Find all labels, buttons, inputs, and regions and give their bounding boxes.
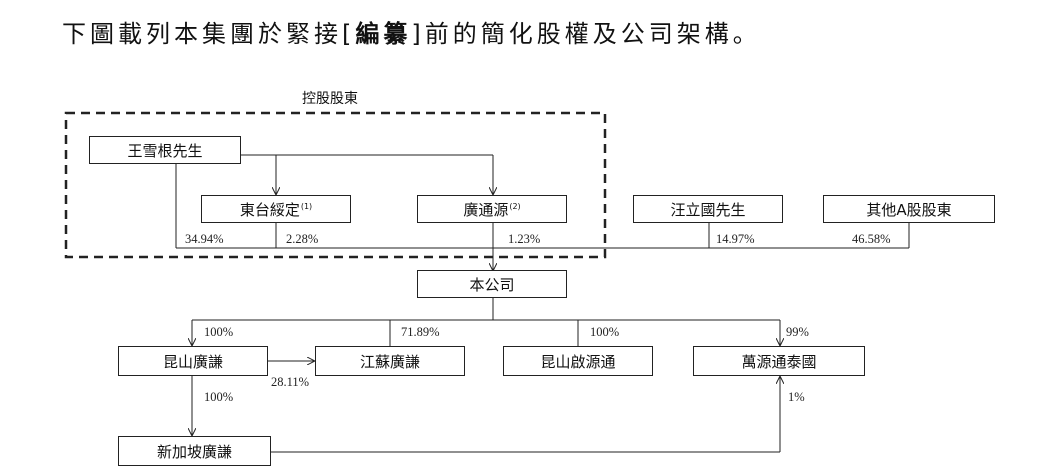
pct-company-kunshan: 100%	[204, 325, 234, 339]
pct-company-jiangsu: 71.89%	[401, 325, 440, 339]
heading-prefix: 下圖載列本集團於緊接[	[62, 20, 356, 48]
box-jiangsu-label: 江蘇廣謙	[359, 352, 420, 371]
pct-guangtong-company: 1.23%	[508, 232, 541, 246]
heading-redacted: 編纂	[355, 20, 412, 48]
pct-kunshan-jiangsu: 28.11%	[271, 375, 310, 389]
box-wang-liguo: 汪立國先生	[633, 195, 783, 223]
pct-kunshan-singapore: 100%	[204, 390, 234, 404]
box-other-a-shareholders: 其他A股股東	[823, 195, 995, 223]
heading-suffix: ]前的簡化股權及公司架構。	[411, 20, 761, 48]
box-singapore-label: 新加坡廣謙	[156, 442, 232, 461]
pct-others-company: 46.58%	[852, 232, 891, 246]
box-kunshan-label: 昆山廣謙	[162, 352, 223, 371]
pct-company-wanyuan: 99%	[786, 325, 809, 339]
box-singapore-guangqian: 新加坡廣謙	[118, 436, 271, 466]
box-guangtongyuan: 廣通源(2)	[417, 195, 567, 223]
pct-singapore-wanyuan: 1%	[788, 390, 805, 404]
box-wanyuan-label: 萬源通泰國	[741, 352, 817, 371]
box-kunshan-qiyuantong: 昆山啟源通	[503, 346, 653, 376]
box-wang-xuegen-label: 王雪根先生	[127, 141, 203, 160]
box-jiangsu-guangqian: 江蘇廣謙	[315, 346, 465, 376]
pct-company-kunshan-qi: 100%	[590, 325, 620, 339]
page-heading: 下圖載列本集團於緊接[編纂]前的簡化股權及公司架構。	[62, 14, 761, 49]
box-guangtongyuan-label: 廣通源	[463, 200, 509, 219]
pct-wangli-company: 14.97%	[716, 232, 755, 246]
pct-wang-company: 34.94%	[185, 232, 224, 246]
box-kunshan-qi-label: 昆山啟源通	[540, 352, 616, 371]
box-wanyuantong-thailand: 萬源通泰國	[693, 346, 865, 376]
box-wang-liguo-label: 汪立國先生	[670, 200, 746, 219]
controlling-shareholders-label: 控股股東	[302, 91, 358, 107]
note-2: (2)	[509, 201, 521, 211]
controlling-group-border	[64, 111, 607, 259]
box-dongtai-suiding: 東台綏定(1)	[201, 195, 351, 223]
box-other-a-label: 其他A股股東	[866, 200, 952, 219]
box-company: 本公司	[417, 270, 567, 298]
pct-dongtai-company: 2.28%	[286, 232, 319, 246]
note-1: (1)	[300, 201, 313, 211]
box-company-label: 本公司	[469, 275, 515, 294]
box-dongtai-label: 東台綏定	[239, 200, 300, 219]
box-kunshan-guangqian: 昆山廣謙	[118, 346, 268, 376]
box-wang-xuegen: 王雪根先生	[89, 136, 241, 164]
